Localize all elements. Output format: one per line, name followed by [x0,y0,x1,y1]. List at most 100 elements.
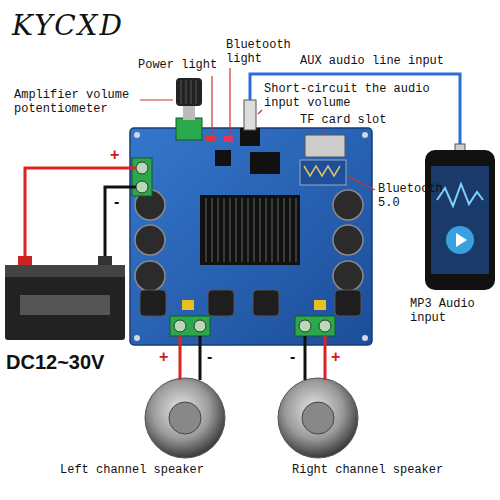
inductors-part [140,290,166,316]
bluetooth-module [300,160,346,185]
leader-lines-part [229,68,230,134]
screw-terminals-part [136,162,148,174]
circuit-board-part [215,150,231,166]
mp3-player-part [446,226,474,254]
circuit-board-part [130,128,372,345]
callout-label: Short-circuit the audio input volume [264,82,436,110]
potentiometer-part [181,80,196,104]
circuit-board [130,128,372,345]
polarity-sign: + [331,348,340,366]
tf-card-slot [305,135,345,157]
capacitors [135,190,363,291]
potentiometer-part [183,104,195,120]
led-lights-part [224,136,233,142]
polarity-sign: - [290,348,295,366]
led-lights [206,136,233,142]
capacitors-part [135,225,165,255]
audio-jack [240,74,465,152]
power-wires [25,168,136,256]
speaker-label: Left channel speaker [60,463,204,477]
speakers [145,378,358,458]
heatsink [200,195,300,265]
inductors-part [208,290,234,316]
polarity-sign: - [207,348,212,366]
speaker-wires-part [179,336,182,380]
circuit-board-part [134,132,140,138]
leader-lines-part [211,76,212,134]
battery [5,256,125,340]
mp3-player-part [456,233,467,247]
callout-label: TF card slot [300,113,386,127]
speakers-part [302,402,334,434]
inductors-part [253,290,279,316]
speakers-part [169,402,201,434]
capacitors-part [333,261,363,291]
speakers-part [145,378,225,458]
potentiometer [176,78,202,140]
circuit-board-part [362,335,368,341]
mp3-player-part [437,184,483,206]
screw-terminals-part [319,320,331,332]
potentiometer-part [176,118,202,140]
leader-lines-part [140,99,173,100]
capacitors-part [333,190,363,220]
speakers-part [278,378,358,458]
speaker-label: Right channel speaker [292,463,443,477]
screw-terminals-part [170,316,210,336]
screw-terminals-part [174,320,186,332]
circuit-board-part [314,300,326,310]
mp3-player-part [425,150,495,290]
polarity-sign: + [159,348,168,366]
power-wires-part [105,187,136,256]
battery-part [20,295,110,315]
circuit-board-part [182,300,194,310]
speaker-wires-part [199,336,202,380]
circuit-board-part [250,152,280,174]
brand-watermark: KYCXD [12,10,124,42]
speaker-wires-part [324,336,327,380]
callout-label: Amplifier volume potentiometer [14,88,136,116]
audio-jack-part [240,128,260,146]
leader-lines-part [324,129,325,134]
voltage-label: DC12~30V [6,350,104,374]
inductors [140,290,361,316]
polarity-sign: - [114,193,119,211]
callout-label: AUX audio line input [300,54,444,68]
heatsink-part [200,195,300,265]
callout-label: Bluetooth light [226,38,298,66]
screw-terminals-part [194,320,206,332]
leader-lines-part [258,110,262,114]
circuit-board-part [362,132,368,138]
mp3-player [425,150,495,290]
battery-part [98,256,112,266]
battery-part [5,265,125,277]
capacitors-part [135,261,165,291]
tf-card-slot-part [305,135,345,157]
screw-terminals-part [132,158,152,196]
callout-label: MP3 Audio input [410,297,482,325]
screw-terminals-part [299,320,311,332]
capacitors-part [333,225,363,255]
heatsink-part [206,198,296,262]
power-wires-part [25,168,136,256]
potentiometer-part [176,78,202,106]
screw-terminals-part [136,181,148,193]
audio-jack-part [244,100,256,130]
battery-part [18,256,32,266]
audio-jack-part [250,74,460,150]
inductors-part [335,290,361,316]
speaker-wires [180,336,325,380]
battery-part [5,265,125,340]
polarity-sign: + [110,146,119,164]
leader-lines-part [347,176,375,190]
circuit-board-part [134,335,140,341]
bluetooth-module-part [304,166,340,176]
callout-label: Power light [138,58,217,72]
callout-label: Bluetooth 5.0 [378,182,448,210]
led-lights-part [206,136,215,142]
speaker-wires-part [304,336,307,380]
bluetooth-module-part [300,160,346,185]
screw-terminals-part [295,316,335,336]
